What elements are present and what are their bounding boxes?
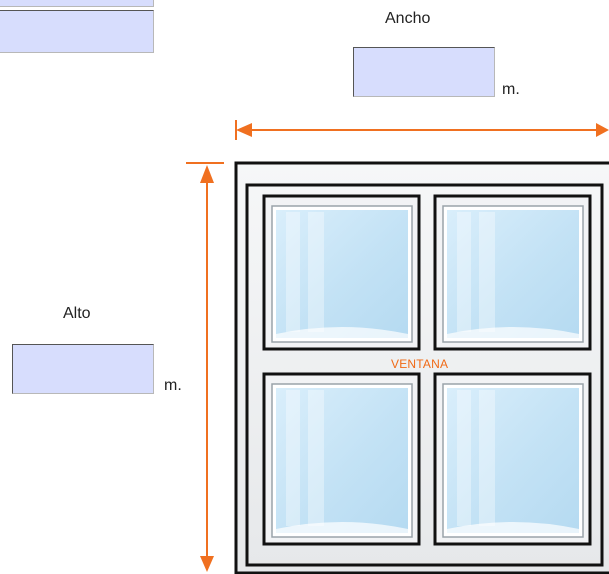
width-input[interactable] (353, 47, 495, 97)
width-label: Ancho (385, 10, 431, 27)
height-arrow-icon (186, 162, 224, 572)
width-arrow-icon (235, 120, 609, 140)
window-pane-top-left (262, 194, 421, 351)
height-label: Alto (63, 305, 91, 322)
width-unit: m. (502, 81, 520, 98)
window-pane-bottom-right (433, 372, 592, 546)
window-icon (234, 161, 609, 574)
top-left-field-1[interactable] (0, 0, 154, 7)
window-label: VENTANA (391, 357, 449, 371)
top-left-field-2[interactable] (0, 10, 154, 53)
height-input[interactable] (12, 344, 154, 394)
window-pane-top-right (433, 194, 592, 351)
height-unit: m. (164, 377, 182, 394)
window-pane-bottom-left (262, 372, 421, 546)
